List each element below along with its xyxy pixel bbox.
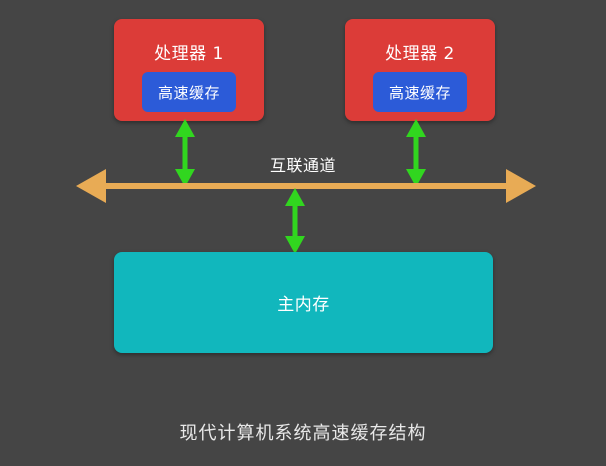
processor-1-box: 处理器 1 高速缓存 <box>114 19 264 121</box>
double-headed-horizontal-arrow-icon <box>76 169 536 203</box>
processor-1-cache-box: 高速缓存 <box>142 72 236 112</box>
interconnect-channel-label: 互联通道 <box>269 156 336 175</box>
connector-processor2-bus <box>405 119 427 191</box>
processor-2-cache-label: 高速缓存 <box>388 83 451 102</box>
double-headed-vertical-arrow-icon <box>175 119 195 187</box>
processor-1-label: 处理器 1 <box>154 44 224 64</box>
processor-2-label: 处理器 2 <box>385 44 455 64</box>
connector-processor1-bus <box>174 119 196 191</box>
main-memory-box: 主内存 <box>114 252 493 353</box>
processor-2-box: 处理器 2 高速缓存 <box>345 19 495 121</box>
connector-bus-memory <box>284 188 306 258</box>
double-headed-vertical-arrow-icon <box>406 119 426 187</box>
main-memory-label: 主内存 <box>277 295 330 315</box>
processor-1-cache-label: 高速缓存 <box>157 83 220 102</box>
processor-2-cache-box: 高速缓存 <box>373 72 467 112</box>
diagram-caption: 现代计算机系统高速缓存结构 <box>179 423 427 444</box>
interconnect-bus <box>76 166 536 206</box>
double-headed-vertical-arrow-icon <box>285 188 305 254</box>
